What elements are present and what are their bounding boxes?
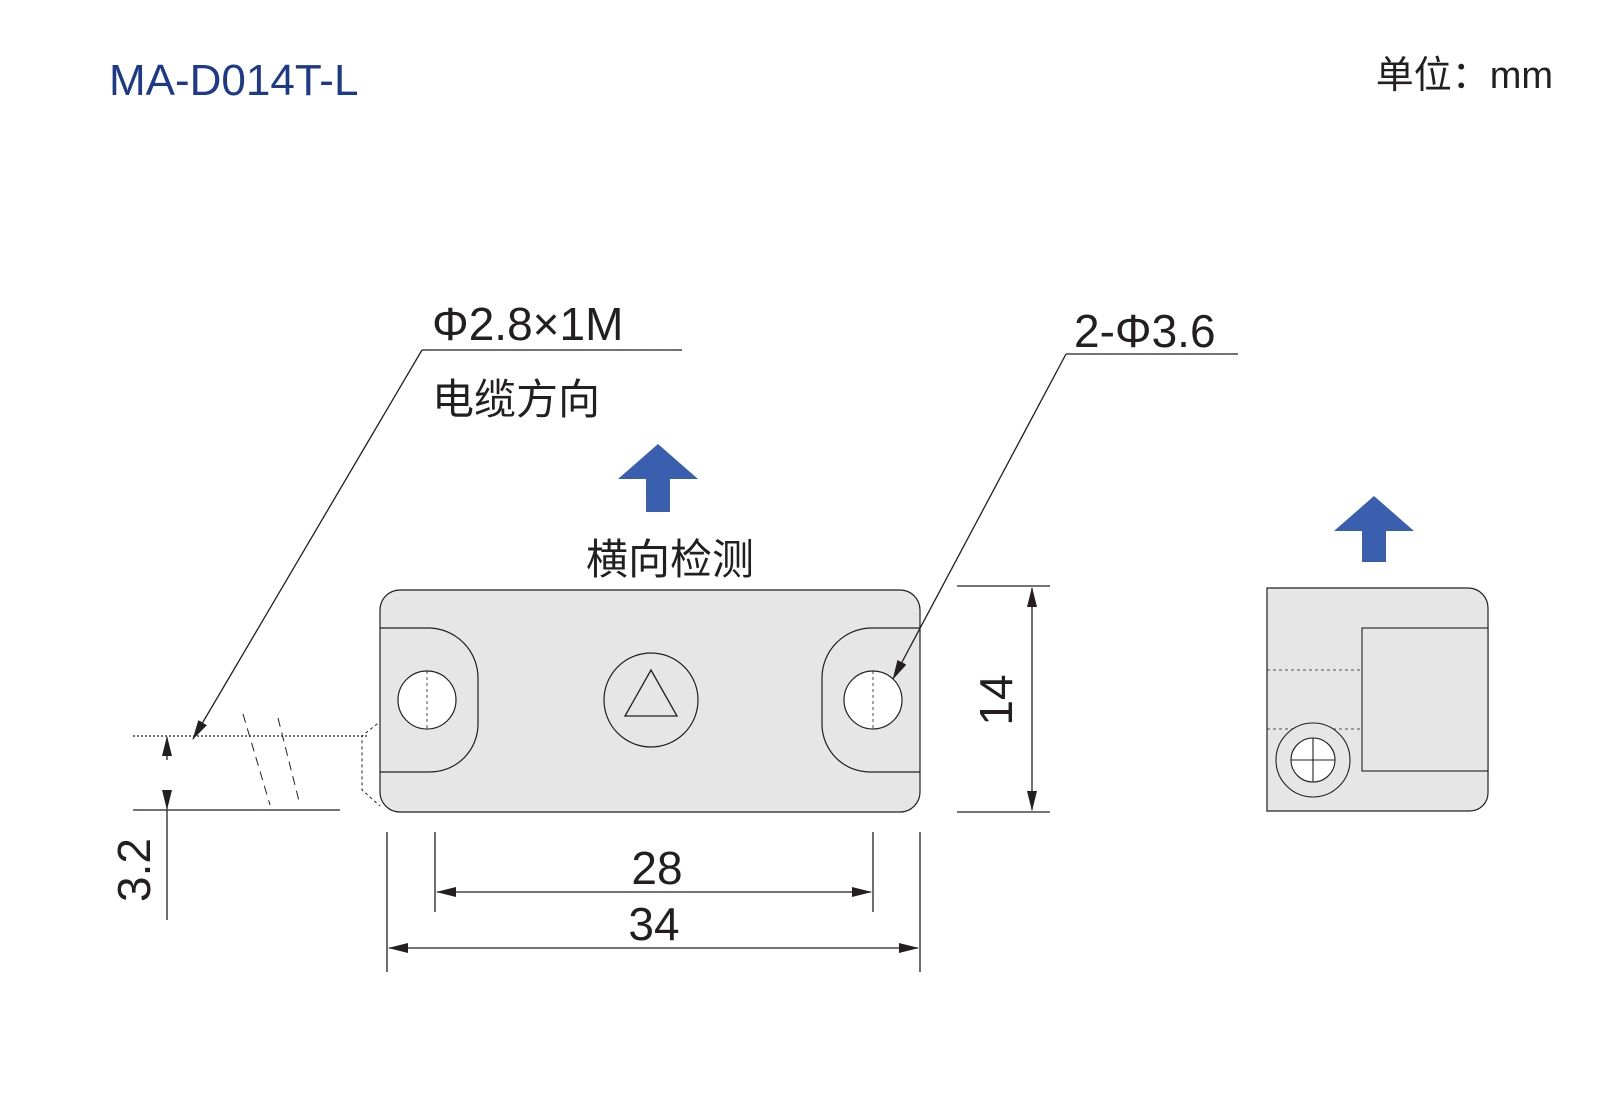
cable-callout: Φ2.8×1M 电缆方向 [192, 298, 682, 740]
crosshead-screw-icon [1275, 722, 1351, 798]
thickness-dimension: 3.2 [108, 736, 172, 920]
length-dimension: 34 [386, 832, 921, 972]
detection-direction: 横向检测 [586, 444, 754, 583]
cable-entry [361, 719, 383, 807]
hole-spec-label: 2-Φ3.6 [1074, 305, 1216, 357]
side-arrow-up-icon [1334, 496, 1414, 562]
hole-leader-line [892, 353, 1067, 680]
hole-spacing-value: 28 [631, 842, 682, 894]
sensing-area [603, 652, 699, 748]
side-inner-block [1361, 627, 1489, 772]
height-value: 14 [970, 674, 1022, 725]
model-title: MA-D014T-L [109, 56, 358, 105]
cable-stub [133, 713, 383, 811]
side-view [1266, 496, 1489, 812]
thickness-value: 3.2 [108, 838, 160, 902]
front-view [379, 589, 921, 813]
right-mounting-ear [821, 627, 920, 773]
overall-length-value: 34 [628, 898, 679, 950]
cable-leader-line [192, 349, 423, 740]
sensor-body [379, 589, 921, 813]
cable-spec-label: Φ2.8×1M [432, 298, 623, 350]
triangle-icon [623, 668, 679, 717]
cable-break-mark-2 [277, 717, 301, 806]
arrow-up-icon [618, 444, 698, 512]
unit-label: 单位：mm [1376, 55, 1553, 97]
detection-mode-label: 横向检测 [586, 536, 754, 583]
cable-direction-label: 电缆方向 [432, 376, 600, 423]
left-mounting-ear [380, 627, 479, 773]
height-dimension: 14 [957, 585, 1050, 813]
hole-callout: 2-Φ3.6 [892, 305, 1238, 680]
cable-break-mark-1 [242, 713, 271, 806]
hole-spacing-dimension: 28 [434, 832, 874, 912]
